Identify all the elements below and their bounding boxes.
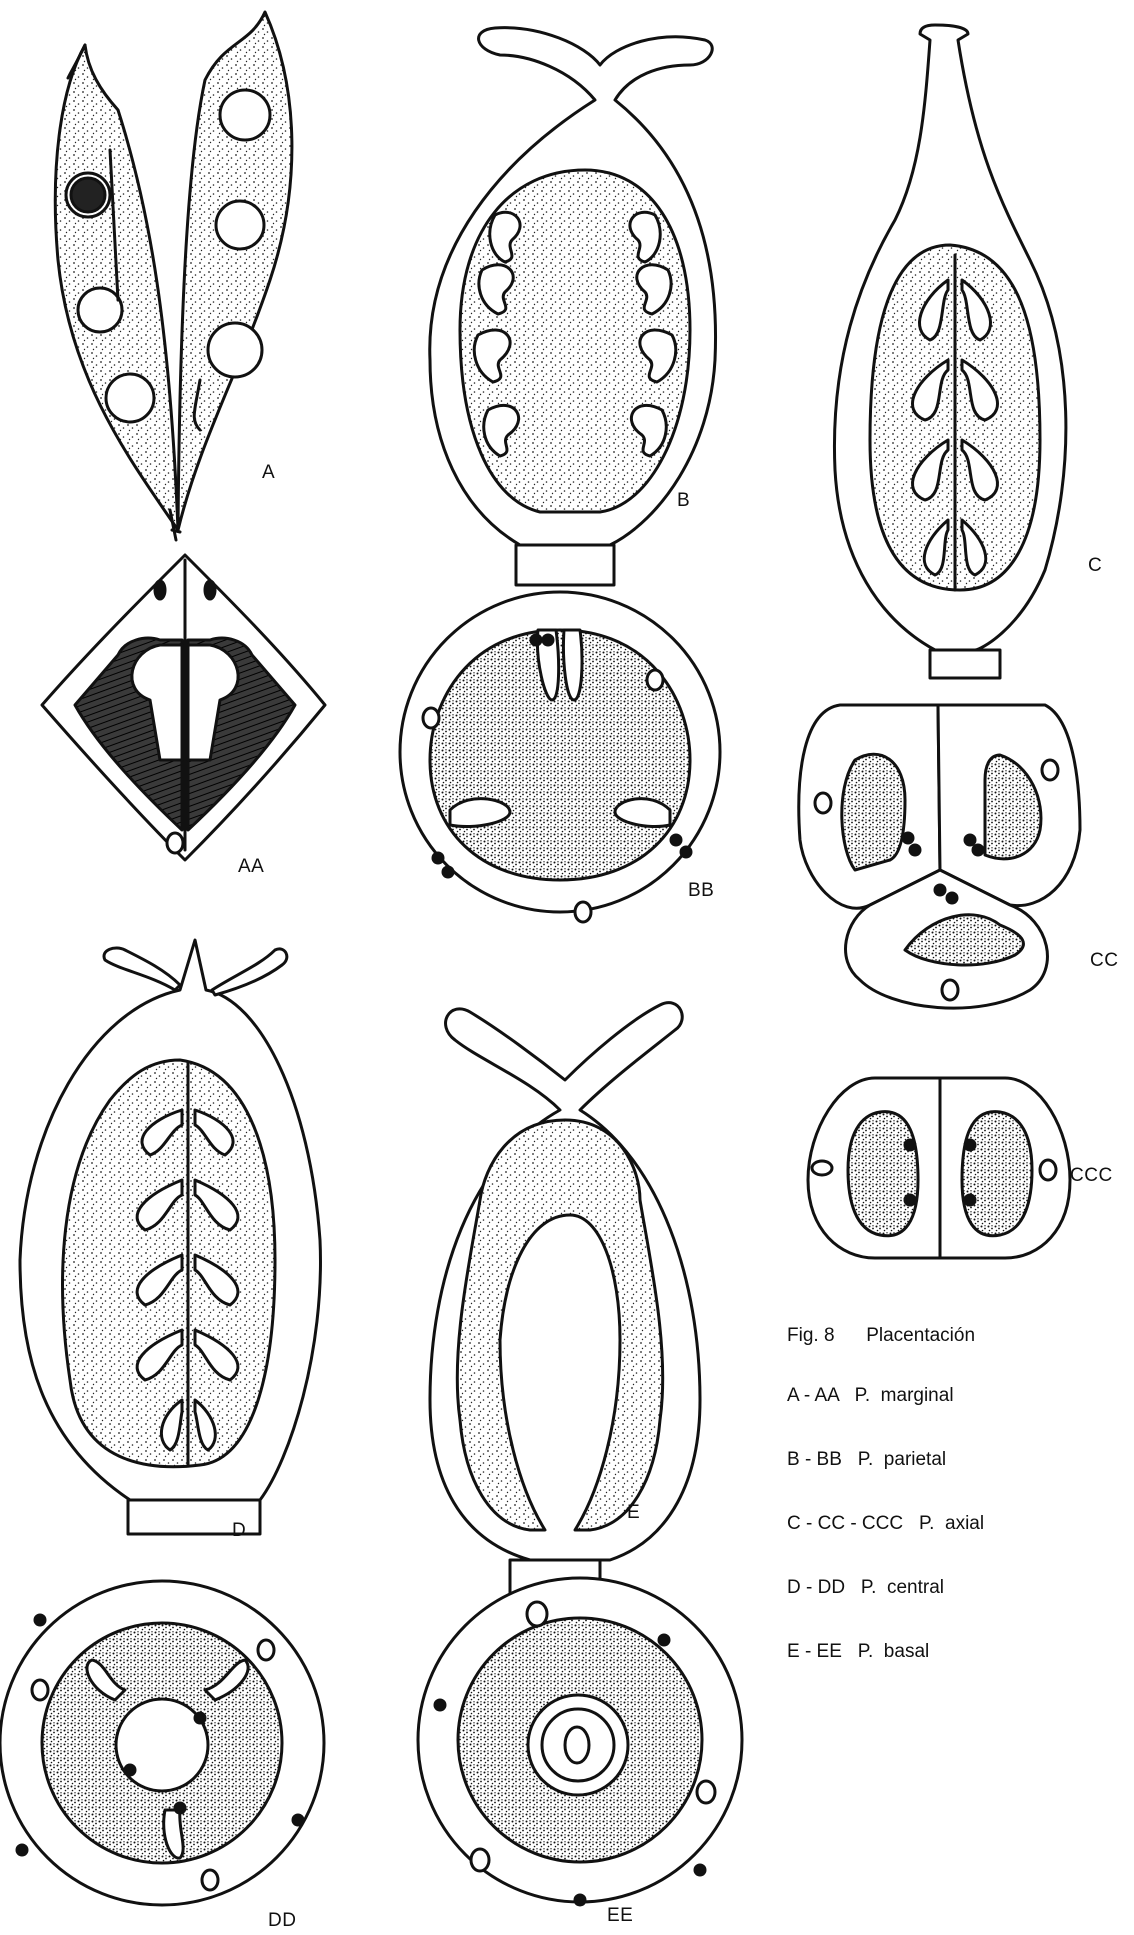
label-a: A [262, 462, 275, 484]
legend-text: P. axial [919, 1513, 984, 1534]
legend-item: C - CC - CCC P. axial [787, 1513, 1117, 1577]
diagram-bb-section [400, 592, 720, 922]
label-b: B [677, 490, 690, 512]
diagram-dd-section [0, 1581, 324, 1905]
diagram-cc-section [799, 705, 1080, 1008]
label-d: D [232, 1520, 246, 1542]
label-dd: DD [268, 1910, 296, 1932]
legend-item: D - DD P. central [787, 1577, 1117, 1641]
legend-item: B - BB P. parietal [787, 1449, 1117, 1513]
diagram-d-ovary [20, 940, 320, 1534]
diagram-b-ovary [430, 28, 716, 585]
diagram-e-ovary [430, 1003, 700, 1600]
legend-title: Fig. 8 Placentación [787, 1325, 1117, 1347]
fig-title: Placentación [866, 1325, 975, 1346]
label-e: E [627, 1502, 640, 1524]
legend-text: P. parietal [858, 1449, 946, 1470]
label-cc: CC [1090, 950, 1118, 972]
legend-code: B - BB [787, 1449, 842, 1470]
legend-code: A - AA [787, 1385, 839, 1406]
legend-item: E - EE P. basal [787, 1641, 1117, 1705]
label-aa: AA [238, 856, 264, 878]
diagram-ccc-section [808, 1078, 1070, 1258]
fig-number: Fig. 8 [787, 1325, 835, 1346]
diagram-ee-section [418, 1578, 742, 1905]
legend-item: A - AA P. marginal [787, 1385, 1117, 1449]
label-ee: EE [607, 1905, 633, 1927]
diagram-c-ovary [834, 25, 1065, 678]
legend-code: E - EE [787, 1641, 842, 1662]
figure-legend: Fig. 8 Placentación A - AA P. marginal B… [787, 1325, 1117, 1705]
label-ccc: CCC [1070, 1165, 1113, 1187]
legend-text: P. central [861, 1577, 944, 1598]
diagram-a-pod [55, 12, 292, 540]
legend-text: P. basal [858, 1641, 929, 1662]
legend-code: C - CC - CCC [787, 1513, 903, 1534]
label-bb: BB [688, 880, 714, 902]
label-c: C [1088, 555, 1102, 577]
diagram-aa-section [42, 555, 325, 860]
legend-code: D - DD [787, 1577, 845, 1598]
legend-text: P. marginal [855, 1385, 954, 1406]
